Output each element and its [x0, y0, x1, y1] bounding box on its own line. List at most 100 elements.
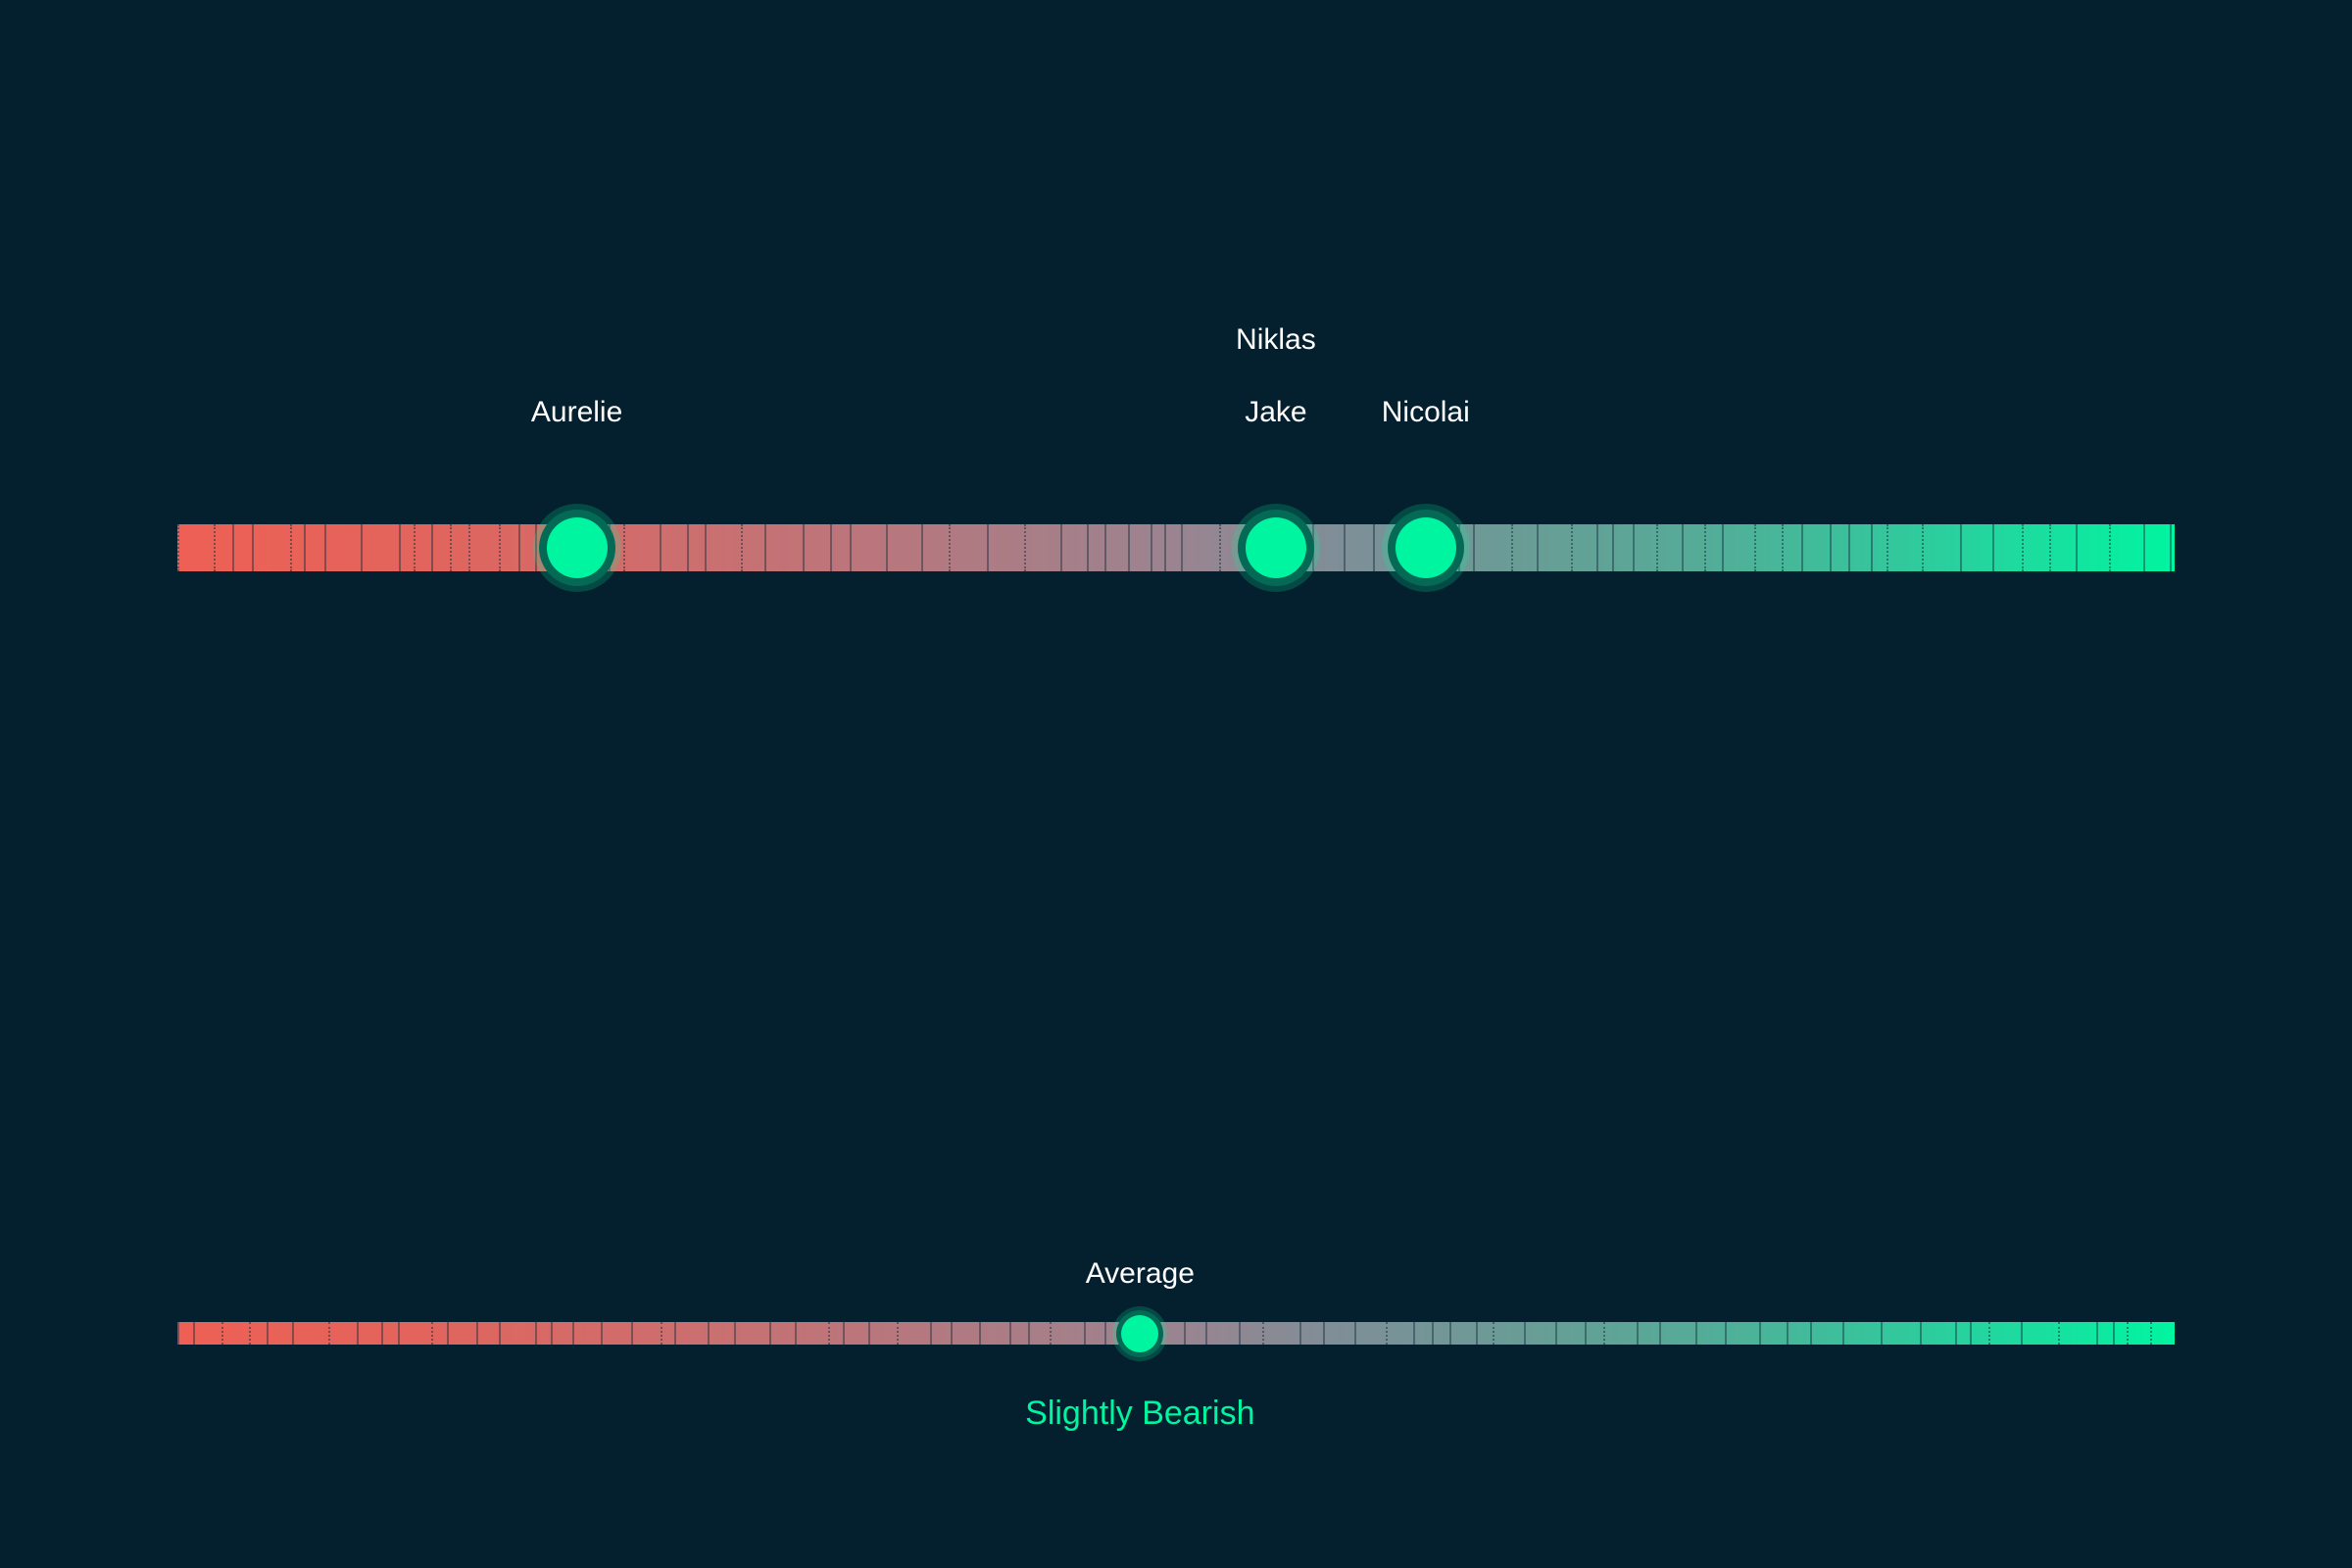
tick-solid	[1524, 1322, 1527, 1345]
tick-dotted	[1492, 1322, 1494, 1345]
tick-dotted	[1261, 1322, 1264, 1345]
tick-solid	[1871, 524, 1874, 571]
tick-solid	[1128, 524, 1131, 571]
tick-solid	[1694, 1322, 1697, 1345]
tick-solid	[1103, 1322, 1106, 1345]
tick-solid	[600, 1322, 603, 1345]
participant-name-niklas: Niklas	[1236, 323, 1316, 356]
average-tick-marks	[177, 1322, 2175, 1345]
tick-solid	[734, 1322, 737, 1345]
tick-dotted	[897, 1322, 900, 1345]
tick-dotted	[249, 1322, 251, 1345]
participant-name-jake: Jake	[1245, 396, 1307, 428]
tick-solid	[534, 524, 537, 571]
tick-solid	[1920, 1322, 1922, 1345]
tick-solid	[1724, 1322, 1727, 1345]
tick-solid	[1432, 1322, 1435, 1345]
tick-solid	[659, 524, 662, 571]
tick-solid	[446, 1322, 449, 1345]
participant-sentiment-bar[interactable]	[177, 524, 2175, 571]
sentiment-marker-average[interactable]	[1112, 1305, 1168, 1361]
tick-dotted	[1049, 1322, 1052, 1345]
tick-solid	[830, 524, 833, 571]
tick-solid	[1354, 1322, 1357, 1345]
sentiment-marker-nicolai[interactable]	[1381, 504, 1470, 592]
tick-solid	[987, 524, 990, 571]
tick-solid	[849, 524, 852, 571]
tick-solid	[794, 1322, 797, 1345]
tick-solid	[399, 524, 401, 571]
tick-solid	[1721, 524, 1724, 571]
tick-solid	[978, 1322, 981, 1345]
tick-solid	[1449, 1322, 1452, 1345]
tick-dotted	[2109, 524, 2111, 571]
tick-solid	[1323, 1322, 1326, 1345]
sentiment-marker-jake[interactable]	[1231, 504, 1320, 592]
tick-solid	[1681, 524, 1684, 571]
tick-dotted	[661, 1322, 662, 1345]
tick-solid	[867, 1322, 870, 1345]
tick-solid	[1954, 1322, 1957, 1345]
tick-dotted	[328, 1322, 331, 1345]
tick-solid	[1810, 1322, 1812, 1345]
tick-solid	[397, 1322, 400, 1345]
tick-dotted	[449, 524, 452, 571]
tick-dotted	[2058, 1322, 2061, 1345]
tick-solid	[1238, 1322, 1241, 1345]
participant-name-nicolai: Nicolai	[1381, 396, 1470, 428]
tick-solid	[1183, 1322, 1186, 1345]
tick-solid	[686, 524, 689, 571]
tick-solid	[517, 524, 520, 571]
average-label: Average	[1085, 1257, 1195, 1290]
tick-dotted	[213, 524, 216, 571]
tick-solid	[1008, 1322, 1011, 1345]
tick-dotted	[622, 524, 625, 571]
tick-solid	[1847, 524, 1850, 571]
tick-dotted	[177, 524, 179, 571]
tick-dotted	[2127, 1322, 2130, 1345]
tick-dotted	[1386, 1322, 1389, 1345]
sentiment-marker-aurelie[interactable]	[532, 504, 621, 592]
tick-dotted	[221, 1322, 224, 1345]
tick-solid	[2142, 524, 2145, 571]
tick-dotted	[827, 1322, 830, 1345]
tick-solid	[381, 1322, 384, 1345]
verdict-text: Slightly Bearish	[1025, 1395, 1255, 1432]
tick-solid	[630, 1322, 633, 1345]
tick-solid	[2170, 524, 2173, 571]
tick-dotted	[1510, 524, 1513, 571]
tick-solid	[1150, 524, 1152, 571]
tick-dotted	[2021, 524, 2024, 571]
tick-solid	[535, 1322, 538, 1345]
average-sentiment-bar[interactable]	[177, 1322, 2175, 1345]
tick-dotted	[2149, 1322, 2152, 1345]
participant-sentiment-bar-block	[177, 504, 2175, 592]
tick-solid	[1658, 1322, 1661, 1345]
tick-solid	[1637, 1322, 1640, 1345]
tick-dotted	[1218, 524, 1221, 571]
tick-solid	[303, 524, 306, 571]
tick-dotted	[414, 524, 416, 571]
participant-name-aurelie: Aurelie	[530, 396, 623, 428]
tick-dotted	[948, 524, 951, 571]
tick-solid	[1596, 524, 1599, 571]
tick-solid	[476, 1322, 479, 1345]
tick-solid	[1083, 1322, 1086, 1345]
tick-solid	[1412, 1322, 1415, 1345]
tick-dotted	[498, 524, 501, 571]
average-gradient-fill	[177, 1322, 2175, 1345]
tick-dotted	[430, 1322, 433, 1345]
tick-solid	[930, 1322, 933, 1345]
tick-dotted	[1571, 524, 1574, 571]
tick-solid	[1632, 524, 1635, 571]
tick-solid	[357, 1322, 360, 1345]
tick-dotted	[1922, 524, 1925, 571]
tick-dotted	[1987, 1322, 1990, 1345]
average-sentiment-bar-block	[177, 1305, 2175, 1361]
tick-solid	[572, 1322, 575, 1345]
tick-dotted	[741, 524, 744, 571]
tick-solid	[2095, 1322, 2098, 1345]
tick-solid	[1537, 524, 1540, 571]
tick-solid	[267, 1322, 270, 1345]
